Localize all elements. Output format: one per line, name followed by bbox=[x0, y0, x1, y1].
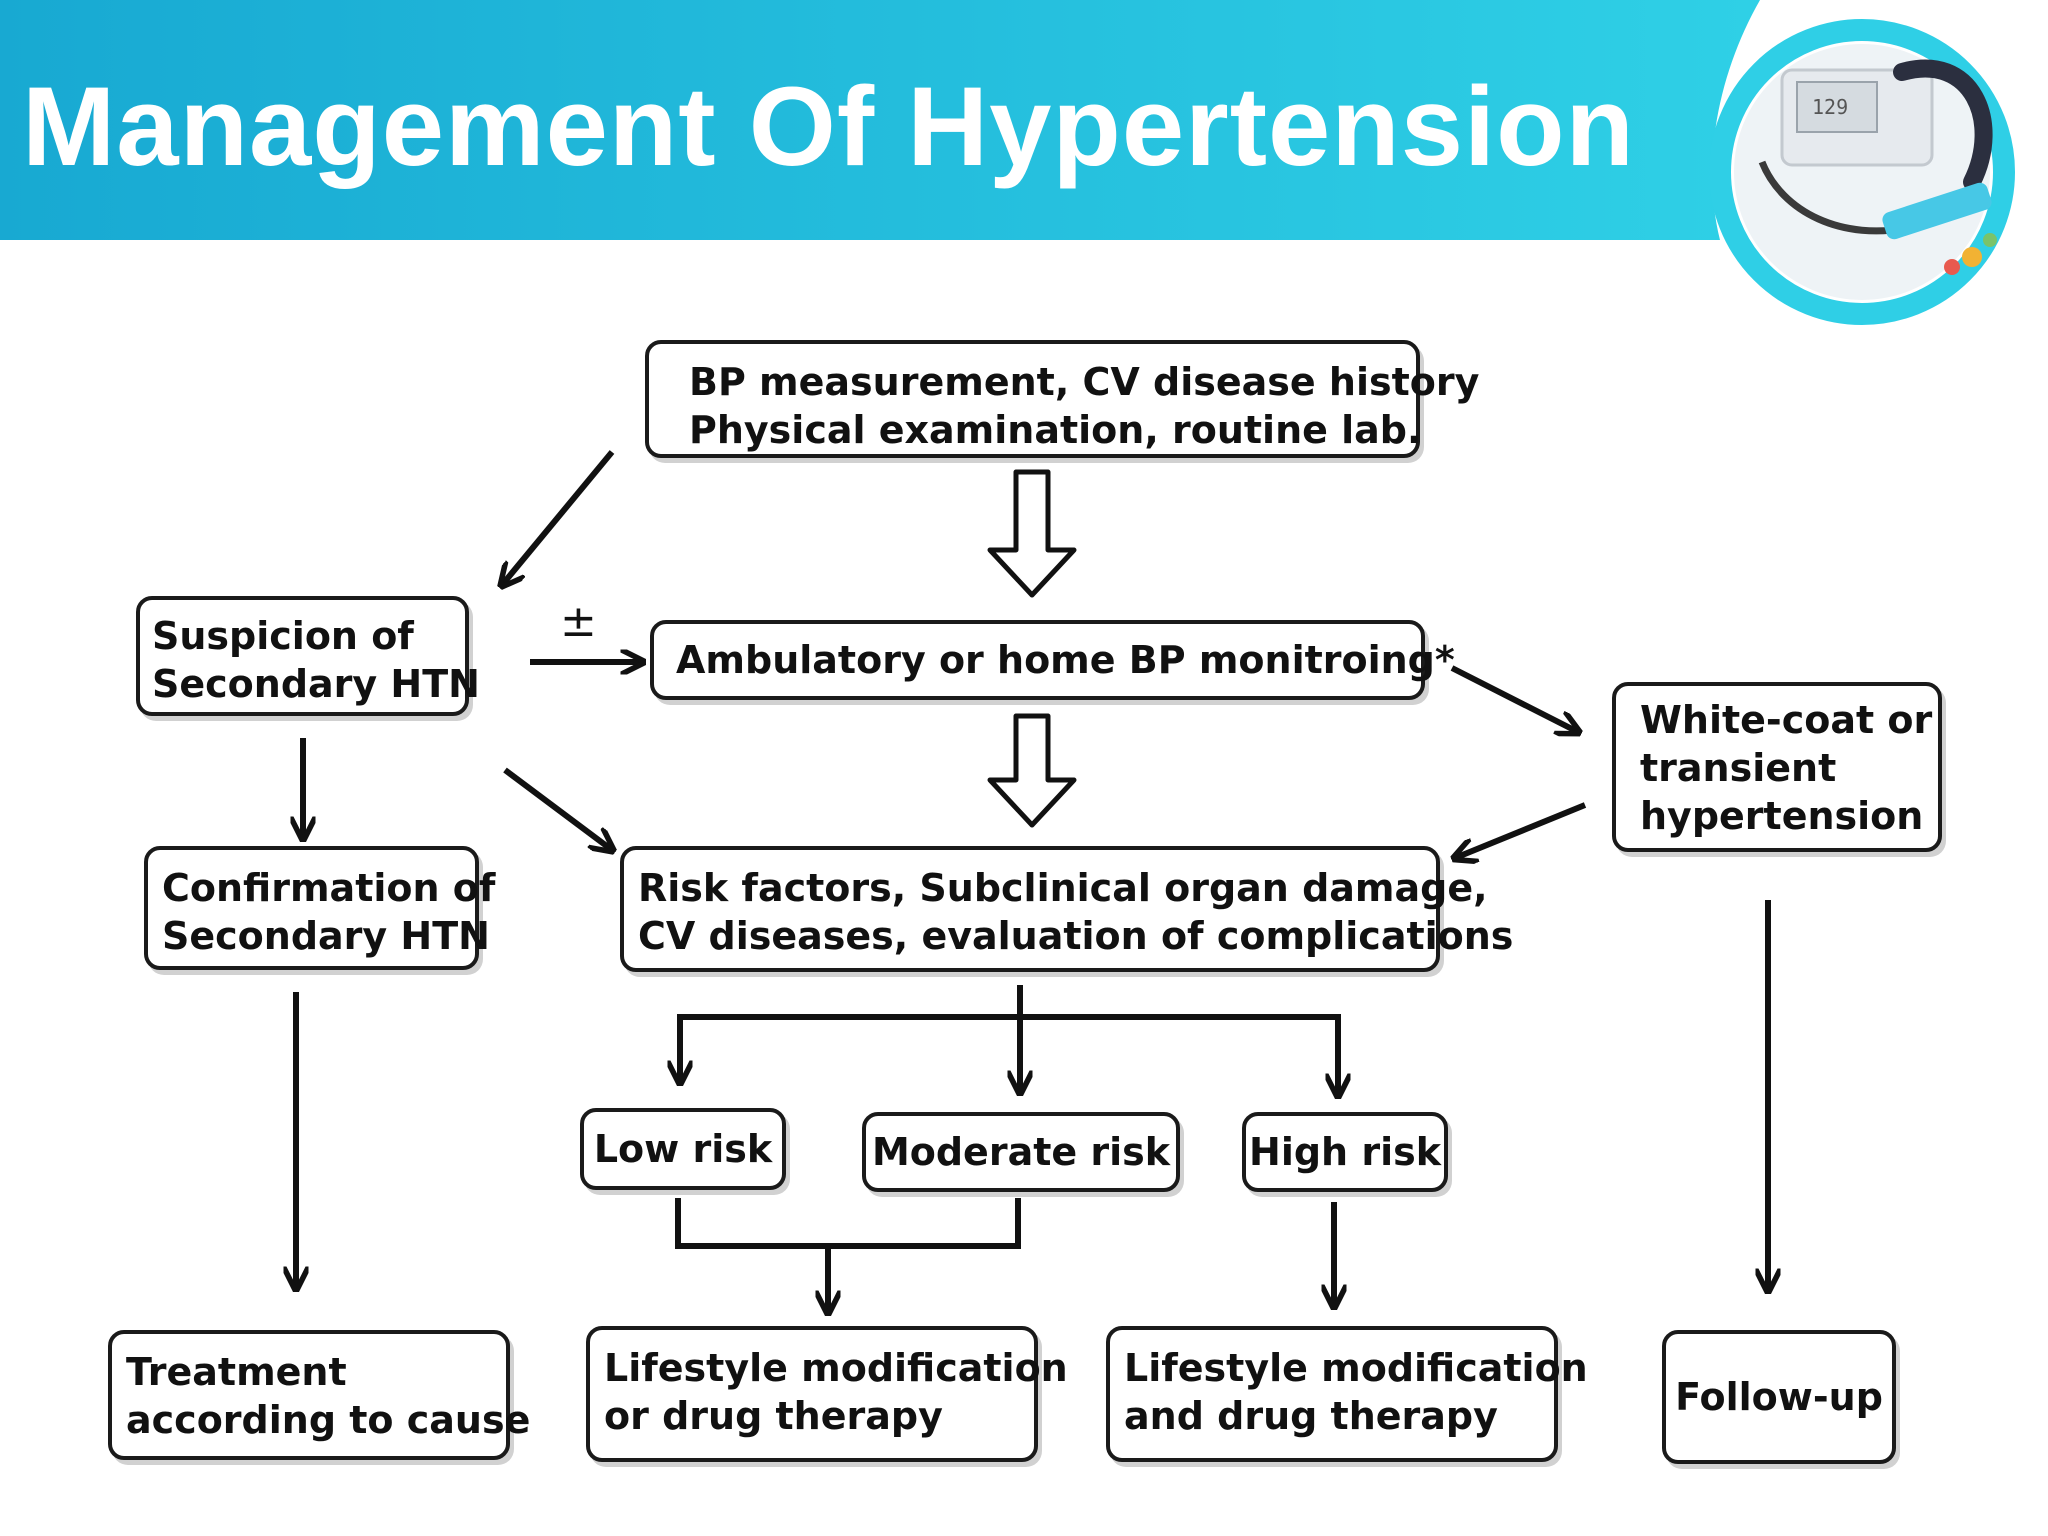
node-text: Low risk bbox=[593, 1127, 773, 1171]
node-text: Secondary HTN bbox=[152, 662, 480, 706]
node-text: and drug therapy bbox=[1124, 1394, 1498, 1438]
node-text: Lifestyle modification bbox=[1124, 1346, 1588, 1390]
header-banner bbox=[0, 0, 1760, 240]
node-text: Treatment bbox=[126, 1350, 347, 1394]
node-text: Follow-up bbox=[1675, 1375, 1883, 1419]
node-confirmation-secondary-htn: Confirmation of Secondary HTN bbox=[144, 846, 496, 970]
arrow-risk-to-high bbox=[1020, 1014, 1338, 1095]
plus-minus-label: ± bbox=[560, 596, 597, 647]
node-low-risk: Low risk bbox=[580, 1108, 786, 1190]
node-bp-measurement: BP measurement, CV disease history Physi… bbox=[645, 340, 1480, 458]
block-arrow-ambulatory-to-risk bbox=[987, 713, 1077, 828]
node-text: White-coat or bbox=[1640, 698, 1933, 742]
node-text: Moderate risk bbox=[871, 1130, 1171, 1174]
node-text: according to cause bbox=[126, 1398, 531, 1442]
arrow-suspicion-to-risk bbox=[503, 767, 612, 850]
node-treatment-according-to-cause: Treatment according to cause bbox=[108, 1330, 531, 1460]
node-text: Secondary HTN bbox=[162, 914, 490, 958]
node-text: transient bbox=[1640, 746, 1837, 790]
connector-low-moderate-merge bbox=[675, 1198, 1021, 1249]
node-text: BP measurement, CV disease history bbox=[689, 360, 1480, 404]
node-text: Suspicion of bbox=[152, 614, 414, 658]
arrow-whitecoat-to-risk bbox=[1455, 802, 1587, 858]
node-text: Risk factors, Subclinical organ damage, bbox=[638, 866, 1488, 910]
node-ambulatory-monitoring: Ambulatory or home BP monitroing* bbox=[650, 620, 1455, 700]
node-text: CV diseases, evaluation of complications bbox=[638, 914, 1514, 958]
svg-text:129: 129 bbox=[1812, 95, 1848, 119]
arrow-risk-to-low bbox=[680, 1014, 1020, 1082]
node-text: hypertension bbox=[1640, 794, 1924, 838]
node-risk-factors: Risk factors, Subclinical organ damage, … bbox=[620, 846, 1514, 972]
arrow-ambulatory-to-whitecoat bbox=[1450, 665, 1578, 732]
node-follow-up: Follow-up bbox=[1662, 1330, 1896, 1464]
node-text: Lifestyle modification bbox=[604, 1346, 1068, 1390]
arrow-bp-to-suspicion bbox=[502, 450, 615, 585]
blood-pressure-monitor-icon: 129 bbox=[1709, 19, 2015, 325]
node-high-risk: High risk bbox=[1242, 1112, 1448, 1192]
node-moderate-risk: Moderate risk bbox=[862, 1112, 1180, 1192]
node-text: Ambulatory or home BP monitroing* bbox=[676, 638, 1455, 682]
node-text: or drug therapy bbox=[604, 1394, 943, 1438]
node-lifestyle-and-drug-therapy: Lifestyle modification and drug therapy bbox=[1106, 1326, 1588, 1462]
node-text: Physical examination, routine lab. bbox=[689, 408, 1422, 452]
block-arrow-bp-to-ambulatory bbox=[987, 469, 1077, 598]
node-text: High risk bbox=[1249, 1130, 1441, 1174]
page-title: Management Of Hypertension bbox=[22, 64, 1635, 189]
node-lifestyle-or-drug-therapy: Lifestyle modification or drug therapy bbox=[586, 1326, 1068, 1462]
node-white-coat-hypertension: White-coat or transient hypertension bbox=[1612, 682, 1942, 852]
node-text: Confirmation of bbox=[162, 866, 496, 910]
node-suspicion-secondary-htn: Suspicion of Secondary HTN bbox=[136, 596, 480, 716]
